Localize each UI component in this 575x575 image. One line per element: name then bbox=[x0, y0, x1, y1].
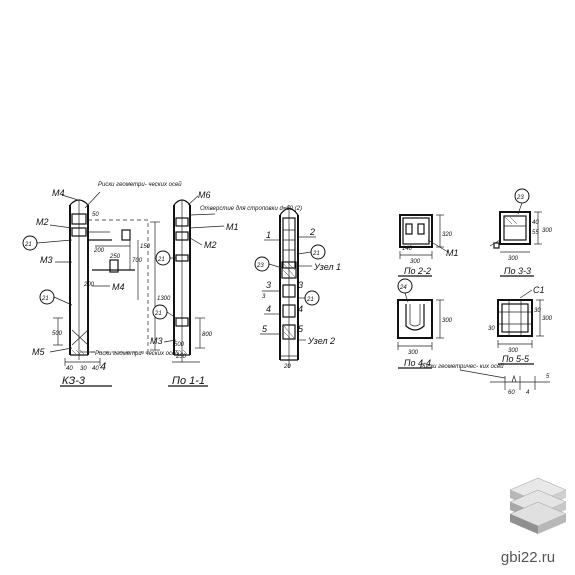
view-node-1: 1 3 3 4 5 2 3 4 5 21 23 21 Узел 1 Узел 2… bbox=[254, 205, 341, 370]
pos22-dim-140: 140 bbox=[402, 246, 413, 252]
node1-dim-20: 20 bbox=[283, 364, 291, 370]
pos33-dim-300-v: 300 bbox=[542, 228, 553, 234]
pos33-title: По 3-3 bbox=[504, 266, 531, 276]
node1-bubble-21-bottom: 21 bbox=[306, 297, 314, 303]
watermark-text: gbi22.ru bbox=[500, 549, 556, 566]
pos11-mark-m6: М6 bbox=[198, 190, 211, 200]
k33-dim-1300: 1300 bbox=[157, 296, 171, 302]
node1-mark-2: 2 bbox=[309, 227, 315, 237]
pos55-dim-30a: 30 bbox=[534, 308, 541, 314]
view-pos-4-4: 24 300 300 По 4-4 bbox=[397, 278, 453, 369]
node1-bubble-23: 23 bbox=[256, 263, 264, 269]
pos11-bubble-21-bottom: 21 bbox=[154, 311, 162, 317]
k33-mark-m4-mid: М4 bbox=[112, 282, 125, 292]
k33-dim-40a: 40 bbox=[66, 366, 73, 372]
node1-mark-4-right: 4 bbox=[298, 304, 303, 314]
pos55-dim-300-v: 300 bbox=[542, 316, 553, 322]
pos55-dim-60: 60 bbox=[508, 390, 515, 396]
pos55-dim-5: 5 bbox=[546, 374, 550, 380]
pos44-dim-300-v: 300 bbox=[442, 318, 453, 324]
k33-dim-700: 700 bbox=[132, 258, 143, 264]
view-pos-1-1: М6 Отверстие для строповки d=60 (2) М1 М… bbox=[150, 190, 302, 387]
gbi22-logo bbox=[509, 477, 567, 534]
pos44-bubble-24: 24 bbox=[399, 285, 407, 291]
pos11-title: По 1-1 bbox=[172, 375, 205, 387]
view-pos-2-2: М1 140 320 300 По 2-2 bbox=[398, 214, 459, 277]
pos22-dim-320: 320 bbox=[442, 232, 453, 238]
k33-bubble-21-top: 21 bbox=[24, 242, 32, 248]
pos55-note: Риски геометричес- ких осей bbox=[420, 363, 504, 370]
pos11-note: Отверстие для строповки d=60 (2) bbox=[200, 206, 302, 212]
pos55-title: По 5-5 bbox=[502, 354, 530, 364]
node1-mark-3-right: 3 bbox=[298, 280, 303, 290]
k33-dim-250: 250 bbox=[109, 254, 121, 260]
pos55-dim-30b: 30 bbox=[488, 326, 495, 332]
k33-mark-m2: М2 bbox=[36, 217, 49, 227]
pos11-dim-800: 800 bbox=[202, 332, 213, 338]
k33-note-top: Риски геометри- ческих осей bbox=[98, 181, 182, 188]
k33-title: КЗ-3 bbox=[62, 375, 86, 387]
pos11-dim-250: 250 bbox=[175, 354, 187, 360]
pos44-dim-300: 300 bbox=[408, 350, 419, 356]
k33-note-bottom: Риски геометри- ческих осей bbox=[95, 350, 179, 357]
k33-dim-40b: 40 bbox=[92, 366, 99, 372]
node1-mark-1: 1 bbox=[266, 230, 271, 240]
view-pos-3-3: 23 40 55 300 300 По 3-3 bbox=[489, 188, 553, 277]
pos33-dim-300: 300 bbox=[508, 256, 519, 262]
pos33-dim-40: 40 bbox=[532, 220, 539, 226]
node1-mark-5a: 5 bbox=[262, 324, 268, 334]
pos44-title: По 4-4 bbox=[404, 358, 431, 368]
pos11-bubble-21-top: 21 bbox=[157, 257, 165, 263]
k33-bubble-21-bottom: 21 bbox=[41, 296, 49, 302]
pos55-mark-c1: С1 bbox=[533, 285, 545, 295]
k33-dim-200: 200 bbox=[93, 248, 105, 254]
watermark: gbi22.ru bbox=[493, 549, 563, 567]
pos22-dim-300: 300 bbox=[410, 259, 421, 265]
k33-dim-150: 150 bbox=[140, 244, 151, 250]
pos11-mark-m1: М1 bbox=[226, 222, 239, 232]
k33-section-mark: 4 bbox=[100, 361, 106, 373]
node1-title: Узел 1 bbox=[313, 262, 341, 272]
node2-title: Узел 2 bbox=[307, 336, 335, 346]
pos11-mark-m3: М3 bbox=[150, 336, 163, 346]
pos22-mark-m1: М1 bbox=[446, 248, 459, 258]
node1-mark-3a: 3 bbox=[266, 280, 271, 290]
view-pos-5-5: С1 300 30 30 300 По 5-5 Риски геометриче… bbox=[420, 285, 553, 396]
k33-dim-500: 500 bbox=[52, 331, 63, 337]
k33-mark-m5: М5 bbox=[32, 347, 45, 357]
k33-mark-m4-top: М4 bbox=[52, 188, 65, 198]
pos22-title: По 2-2 bbox=[404, 266, 431, 276]
node1-mark-3b: 3 bbox=[262, 294, 266, 300]
pos11-dim-500: 500 bbox=[174, 342, 185, 348]
k33-dim-50: 50 bbox=[92, 212, 99, 218]
node1-mark-5-right: 5 bbox=[298, 324, 304, 334]
pos55-dim-4: 4 bbox=[526, 390, 530, 396]
view-k3-3: М4 Риски геометри- ческих осей М2 М3 М5 … bbox=[22, 181, 182, 387]
node1-mark-4a: 4 bbox=[266, 304, 271, 314]
pos33-dim-55: 55 bbox=[532, 230, 539, 236]
k33-dim-200b: 200 bbox=[83, 282, 95, 288]
pos55-dim-300: 300 bbox=[508, 348, 519, 354]
k33-dim-30: 30 bbox=[80, 366, 87, 372]
node1-bubble-21-top: 21 bbox=[312, 251, 320, 257]
k33-mark-m3: М3 bbox=[40, 255, 53, 265]
pos11-mark-m2: М2 bbox=[204, 240, 217, 250]
pos33-bubble-23: 23 bbox=[516, 195, 524, 201]
